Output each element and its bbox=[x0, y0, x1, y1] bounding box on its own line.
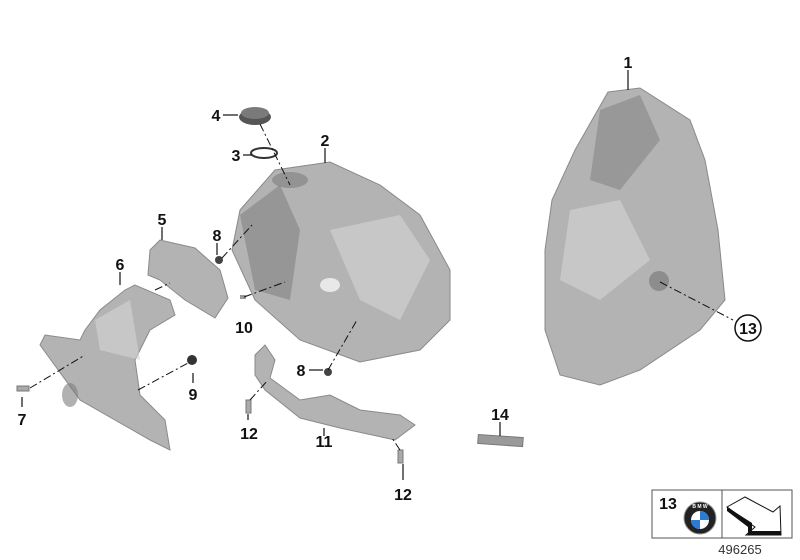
part-12-screw-upper[interactable] bbox=[245, 399, 252, 414]
part-10-pin[interactable] bbox=[240, 295, 246, 299]
part-8-nut-lower[interactable] bbox=[324, 368, 332, 376]
part-2-tank[interactable] bbox=[231, 161, 451, 363]
part-1-cover[interactable] bbox=[544, 87, 726, 386]
label-7[interactable]: 7 bbox=[18, 412, 27, 429]
label-2[interactable]: 2 bbox=[321, 133, 330, 150]
legend-part-number: 13 bbox=[659, 496, 677, 513]
label-1[interactable]: 1 bbox=[624, 55, 633, 72]
part-11-trim[interactable] bbox=[254, 344, 416, 441]
label-3[interactable]: 3 bbox=[232, 148, 241, 165]
label-10[interactable]: 10 bbox=[235, 320, 253, 337]
label-8-lower[interactable]: 8 bbox=[297, 363, 306, 380]
label-13[interactable]: 13 bbox=[739, 321, 757, 338]
label-4[interactable]: 4 bbox=[212, 108, 221, 125]
document-number: 496265 bbox=[718, 542, 761, 557]
part-5-cover[interactable] bbox=[147, 239, 229, 319]
label-13-circle bbox=[734, 314, 762, 342]
part-14-badge[interactable] bbox=[477, 433, 524, 448]
arrow-icon bbox=[726, 496, 782, 536]
label-8-upper[interactable]: 8 bbox=[213, 228, 222, 245]
part-9-grommet[interactable] bbox=[187, 355, 197, 365]
label-11[interactable]: 11 bbox=[316, 434, 333, 451]
part-8-nut-upper[interactable] bbox=[215, 256, 223, 264]
part-3-o-ring[interactable] bbox=[250, 147, 278, 159]
label-9[interactable]: 9 bbox=[189, 387, 198, 404]
label-6[interactable]: 6 bbox=[116, 257, 125, 274]
label-5[interactable]: 5 bbox=[158, 212, 167, 229]
bmw-logo-icon: B M W bbox=[683, 501, 717, 535]
assembly-lines bbox=[29, 123, 734, 451]
leader-lines bbox=[21, 70, 629, 480]
svg-text:B M W: B M W bbox=[692, 504, 708, 510]
part-6-cover[interactable] bbox=[39, 284, 176, 451]
part-7-screw[interactable] bbox=[16, 385, 30, 392]
legend-box: 13 B M W bbox=[651, 489, 793, 539]
label-12-lower[interactable]: 12 bbox=[394, 487, 412, 504]
label-12-upper[interactable]: 12 bbox=[240, 426, 258, 443]
label-14[interactable]: 14 bbox=[491, 407, 509, 424]
part-12-screw-lower[interactable] bbox=[397, 449, 404, 464]
part-4-cap[interactable] bbox=[239, 107, 271, 125]
